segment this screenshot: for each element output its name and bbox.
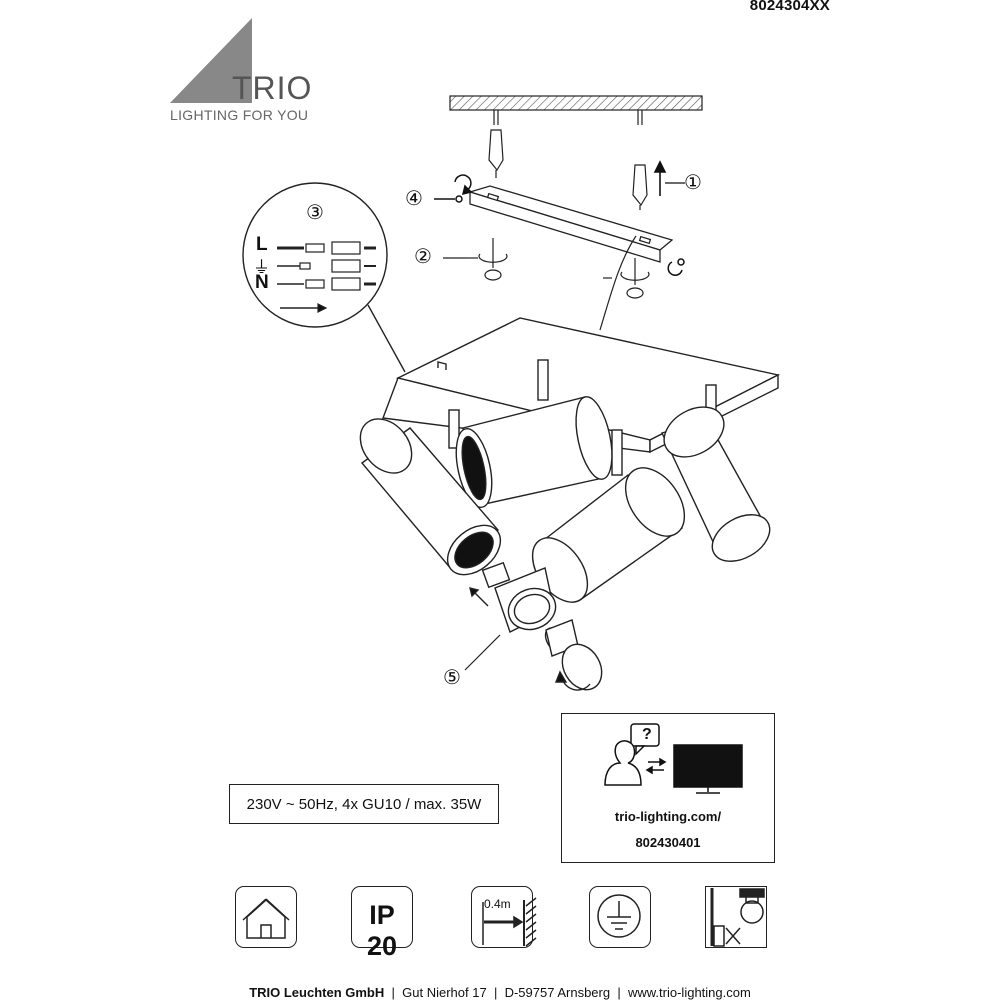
indoor-symbol — [235, 886, 297, 948]
electrical-spec: 230V ~ 50Hz, 4x GU10 / max. 35W — [229, 784, 499, 824]
support-illustration — [604, 723, 743, 794]
footer-separator: | — [391, 985, 395, 1000]
step-2-callout: ② — [414, 244, 432, 268]
ceiling — [449, 95, 703, 111]
up-arrow — [653, 160, 685, 196]
question-mark: ? — [642, 726, 652, 743]
drill-holes — [493, 110, 643, 125]
earth-label: ⏚ — [253, 258, 270, 278]
footer-website[interactable]: www.trio-lighting.com — [627, 985, 751, 1000]
protective-earth-icon — [597, 894, 641, 938]
brand-tagline: LIGHTING FOR YOU — [170, 107, 309, 123]
step-5-callout: ⑤ — [443, 665, 461, 689]
step-4-callout: ④ — [405, 186, 423, 210]
online-info-box: ? trio-lighting.com/ 802430401 — [561, 713, 775, 863]
earth-symbol — [589, 886, 651, 948]
power-cable — [599, 235, 637, 331]
distance-icon — [482, 897, 537, 947]
wall-plugs — [488, 129, 648, 210]
footer-separator: | — [493, 985, 498, 1000]
step-1-callout: ① — [684, 170, 702, 194]
screws — [465, 238, 650, 299]
gu10-bulb — [469, 561, 557, 633]
distance-value: 0.4m — [484, 897, 511, 911]
footer-company: TRIO Leuchten GmbH — [249, 985, 385, 1000]
product-code: 8024304XX — [749, 0, 830, 14]
distance-symbol: 0.4m — [471, 886, 533, 948]
footer-separator: | — [617, 985, 621, 1000]
no-dimmer-symbol — [705, 886, 767, 948]
mounting-bracket — [467, 185, 674, 263]
step-3-callout: ③ — [306, 200, 324, 224]
detail-magnifier — [242, 182, 406, 373]
footer-city: D-59757 Arnsberg — [504, 985, 611, 1000]
footer: TRIO Leuchten GmbH | Gut Nierhof 17 | D-… — [0, 985, 1000, 1000]
brand-name: TRIO — [232, 70, 313, 106]
no-dimmable-bulb-icon — [710, 888, 765, 947]
rotate-arrow — [434, 174, 685, 276]
live-label: L — [256, 234, 268, 255]
retaining-ring — [544, 619, 603, 691]
ip-rating: IP 20 — [366, 900, 398, 961]
step5-leader — [464, 634, 501, 671]
neutral-label: N — [255, 272, 269, 293]
info-article-code: 802430401 — [635, 835, 701, 850]
ip-rating-symbol: IP 20 — [351, 886, 413, 961]
footer-address: Gut Nierhof 17 — [402, 985, 487, 1000]
logo-triangle — [170, 18, 252, 103]
info-url[interactable]: trio-lighting.com/ — [614, 809, 722, 824]
house-icon — [242, 898, 290, 939]
wiring-detail — [277, 241, 376, 313]
